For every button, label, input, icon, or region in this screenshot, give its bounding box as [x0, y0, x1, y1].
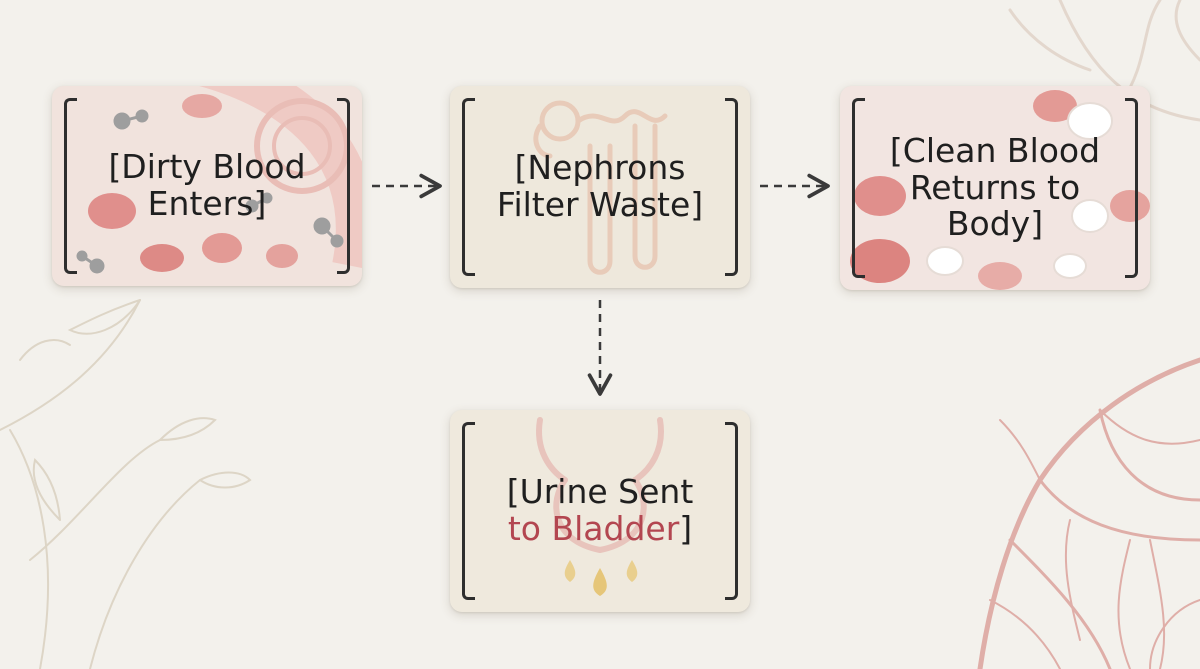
blood-cell-icon: [978, 262, 1022, 290]
label-line: [Clean Blood: [889, 130, 1101, 170]
blood-cell-icon: [1110, 190, 1150, 222]
blood-cell-icon: [140, 244, 184, 272]
white-cell-icon: [1071, 199, 1109, 233]
node-label: [Urine Sent to Bladder]: [450, 410, 750, 612]
label-line: [Urine Sent: [506, 472, 694, 512]
blood-cell-icon: [88, 193, 136, 229]
urine-drop-icon: [593, 568, 607, 596]
bracket-left: [462, 422, 475, 600]
waste-molecule-icon: [76, 109, 344, 274]
label-line: [Dirty Blood: [108, 147, 306, 187]
urine-drop-icon: [626, 560, 638, 582]
bracket-left: [852, 98, 865, 278]
blood-vessel-illustration: [76, 86, 362, 274]
bracket-left: [462, 98, 475, 276]
node-clean-blood: [Clean Blood Returns to Body]: [840, 86, 1150, 290]
label-line: Body]: [946, 204, 1044, 244]
white-cell-icon: [926, 246, 964, 276]
bracket-right: [337, 98, 350, 274]
node-label: [Dirty Blood Enters]: [52, 86, 362, 286]
clean-blood-illustration: [850, 90, 1150, 290]
label-line: [Nephrons: [514, 148, 686, 188]
nephron-illustration: [533, 100, 668, 275]
bracket-right: [1125, 98, 1138, 278]
blood-cell-icon: [1033, 90, 1077, 122]
bracket-right: [725, 98, 738, 276]
white-cell-icon: [1067, 102, 1113, 140]
label-line: Filter Waste]: [496, 185, 704, 224]
urine-drop-icon: [564, 560, 576, 582]
label-line: Returns to: [909, 167, 1081, 207]
white-cell-icon: [1053, 253, 1087, 279]
blood-cell-icon: [202, 233, 242, 263]
bracket-right: [725, 422, 738, 600]
node-label: [Nephrons Filter Waste]: [450, 86, 750, 288]
node-dirty-blood: [Dirty Blood Enters]: [52, 86, 362, 286]
blood-cell-icon: [854, 176, 906, 216]
blood-cell-icon: [850, 239, 910, 283]
node-label: [Clean Blood Returns to Body]: [840, 86, 1150, 290]
blood-cell-icon: [182, 94, 222, 118]
node-urine: [Urine Sent to Bladder]: [450, 410, 750, 612]
label-tail-text: ]: [679, 509, 693, 548]
left-botanical-decoration: [0, 299, 252, 669]
bracket-left: [64, 98, 77, 274]
label-line: Enters]: [147, 184, 267, 223]
label-accent-text: to Bladder: [507, 509, 680, 548]
node-nephrons: [Nephrons Filter Waste]: [450, 86, 750, 288]
blood-cell-icon: [266, 244, 298, 268]
label-line: to Bladder]: [507, 509, 694, 548]
bottom-right-vessels-decoration: [977, 357, 1200, 669]
bladder-illustration: [536, 417, 664, 596]
